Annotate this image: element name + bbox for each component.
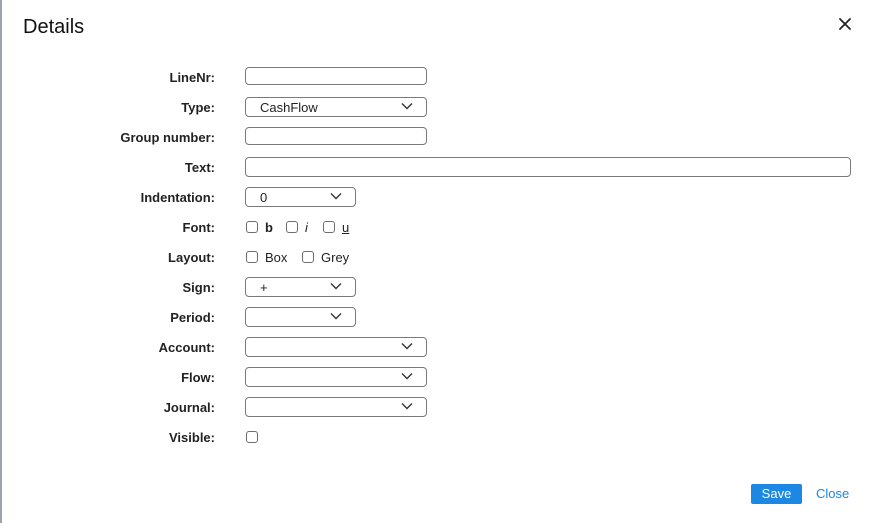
chevron-down-icon xyxy=(401,373,413,380)
box-checkbox[interactable] xyxy=(246,251,258,263)
period-label: Period: xyxy=(170,310,215,325)
font-label: Font: xyxy=(182,220,215,235)
row-type: Type: CashFlow xyxy=(2,97,877,119)
flow-label: Flow: xyxy=(181,370,215,385)
row-layout: Layout: Box Grey xyxy=(2,247,877,269)
sign-select-value: + xyxy=(260,280,268,295)
underline-checkbox[interactable] xyxy=(323,221,335,233)
chevron-down-icon xyxy=(401,103,413,110)
layout-label: Layout: xyxy=(168,250,215,265)
close-button[interactable]: Close xyxy=(816,486,850,501)
sign-label: Sign: xyxy=(182,280,216,295)
line-nr-label: LineNr: xyxy=(169,70,216,85)
bold-label: b xyxy=(265,220,273,235)
save-button[interactable]: Save xyxy=(751,484,802,504)
row-period: Period: xyxy=(2,307,877,329)
text-input[interactable] xyxy=(245,157,851,177)
group-number-input[interactable] xyxy=(245,127,427,145)
indentation-select[interactable]: 0 xyxy=(245,187,356,207)
type-select-value: CashFlow xyxy=(260,100,318,115)
row-text: Text: xyxy=(2,157,877,179)
indentation-label: Indentation: xyxy=(140,190,215,205)
dialog-title: Details xyxy=(23,16,85,38)
chevron-down-icon xyxy=(330,283,342,290)
account-label: Account: xyxy=(158,340,215,355)
journal-select[interactable] xyxy=(245,397,427,417)
grey-checkbox[interactable] xyxy=(302,251,314,263)
row-indentation: Indentation: 0 xyxy=(2,187,877,209)
chevron-down-icon xyxy=(330,313,342,320)
italic-checkbox[interactable] xyxy=(286,221,298,233)
visible-label: Visible: xyxy=(168,430,215,445)
sign-select[interactable]: + xyxy=(245,277,356,297)
group-number-label: Group number: xyxy=(120,130,215,145)
period-select[interactable] xyxy=(245,307,356,327)
box-label: Box xyxy=(265,250,288,265)
close-icon[interactable] xyxy=(836,15,854,33)
type-label: Type: xyxy=(181,100,215,115)
row-visible: Visible: xyxy=(2,427,877,449)
chevron-down-icon xyxy=(330,193,342,200)
flow-select[interactable] xyxy=(245,367,427,387)
row-group-number: Group number: xyxy=(2,127,877,149)
bold-checkbox[interactable] xyxy=(246,221,258,233)
row-sign: Sign: + xyxy=(2,277,877,299)
account-select[interactable] xyxy=(245,337,427,357)
underline-label: u xyxy=(342,220,350,235)
row-account: Account: xyxy=(2,337,877,359)
grey-label: Grey xyxy=(321,250,350,265)
type-select[interactable]: CashFlow xyxy=(245,97,427,117)
journal-label: Journal: xyxy=(163,400,215,415)
text-label: Text: xyxy=(184,160,215,175)
row-flow: Flow: xyxy=(2,367,877,389)
row-line-nr: LineNr: xyxy=(2,67,877,89)
visible-checkbox[interactable] xyxy=(246,431,258,443)
italic-label: i xyxy=(305,220,308,235)
indentation-select-value: 0 xyxy=(260,190,268,205)
chevron-down-icon xyxy=(401,343,413,350)
row-journal: Journal: xyxy=(2,397,877,419)
line-nr-input[interactable] xyxy=(245,67,427,85)
chevron-down-icon xyxy=(401,403,413,410)
row-font: Font: b i u xyxy=(2,217,877,239)
